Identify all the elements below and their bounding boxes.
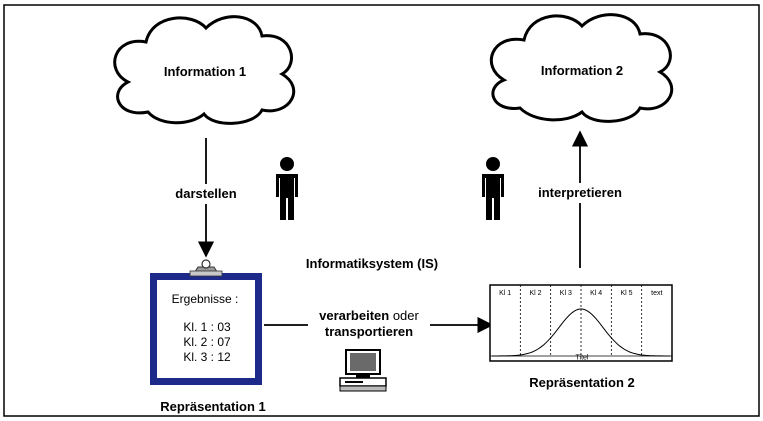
distribution-chart: Kl 1 Kl 2 Kl 3 Kl 4 Kl 5 text Titel [489, 284, 673, 362]
person-icon [276, 157, 298, 220]
clipboard-line: Kl. 2 : 07 [183, 335, 231, 349]
label-verarbeiten: verarbeiten oder [319, 308, 419, 323]
cloud-left: Information 1 [113, 15, 296, 125]
representation-2-label: Repräsentation 2 [529, 375, 634, 390]
system-label: Informatiksystem (IS) [306, 256, 438, 271]
diagram-frame [3, 4, 760, 417]
bell-curve [492, 308, 670, 357]
cloud-left-label: Information 1 [164, 64, 246, 79]
class-label: Kl 2 [529, 290, 541, 297]
person-icon [482, 157, 504, 220]
class-label: text [651, 290, 662, 297]
cloud-right-label: Information 2 [541, 63, 623, 78]
class-label: Kl 5 [620, 290, 632, 297]
label-darstellen: darstellen [175, 186, 236, 201]
computer-icon [339, 349, 387, 392]
class-label: Kl 1 [499, 290, 511, 297]
label-oder: oder [389, 308, 419, 323]
cloud-icon [113, 15, 296, 125]
cloud-right: Information 2 [489, 13, 674, 123]
representation-1-label: Repräsentation 1 [160, 399, 265, 414]
cloud-icon [489, 13, 674, 123]
clipboard-icon [150, 259, 262, 385]
class-label: Kl 4 [590, 290, 602, 297]
clipboard-heading: Ergebnisse : [172, 292, 239, 306]
label-interpretieren: interpretieren [538, 185, 622, 200]
clipboard-line: Kl. 1 : 03 [183, 320, 231, 334]
label-transportieren: transportieren [325, 324, 413, 339]
class-label: Kl 3 [560, 290, 572, 297]
label-verarbeiten-bold: verarbeiten [319, 308, 389, 323]
clipboard-line: Kl. 3 : 12 [183, 350, 231, 364]
chart-axis-title: Titel [576, 355, 589, 362]
